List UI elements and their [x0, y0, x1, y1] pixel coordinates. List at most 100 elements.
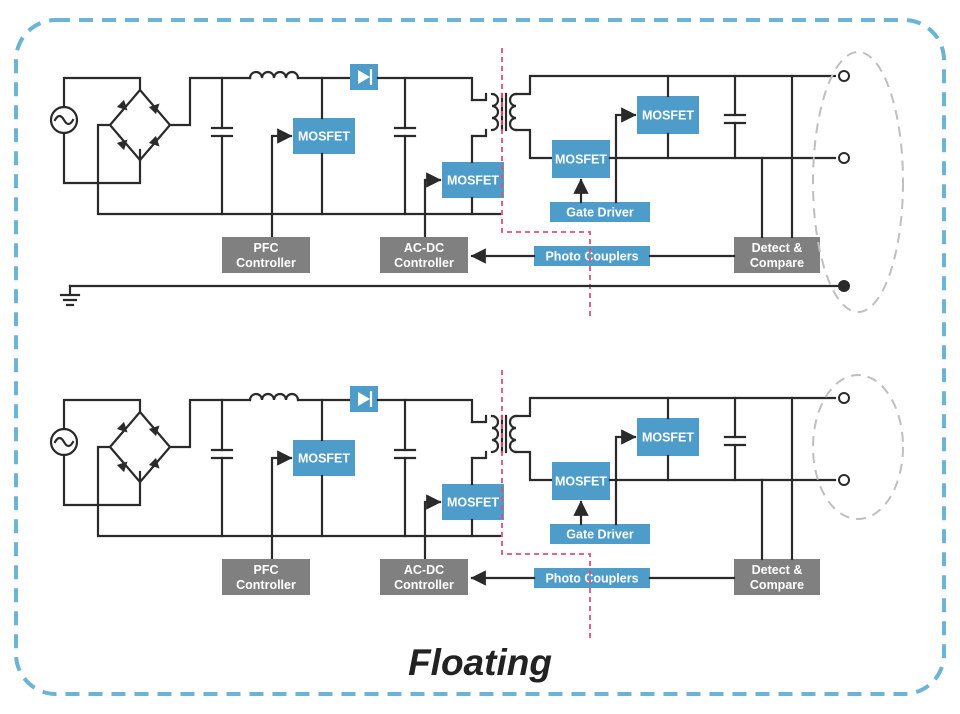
diode-icon	[350, 64, 378, 90]
mosfet-main: MOSFET	[442, 484, 504, 520]
mosfet-sync-label: MOSFET	[555, 153, 607, 167]
gate-driver-to-out	[614, 429, 637, 526]
bridge-diode-2	[116, 139, 128, 151]
ac-source-icon	[49, 427, 79, 457]
photo-couplers-label: Photo Couplers	[545, 572, 638, 586]
transformer-icon	[490, 414, 518, 454]
terminal-icon	[838, 280, 850, 292]
pfc-controller-label: Controller	[236, 256, 296, 270]
acdc-controller-label: Controller	[394, 256, 454, 270]
floating-output-boundary	[812, 51, 904, 313]
gate-driver-box	[550, 524, 650, 544]
mosfet-main-box	[442, 162, 504, 198]
detect-compare: Detect &Compare	[734, 237, 820, 273]
pfc-gate-signal	[270, 128, 293, 238]
bridge-rectifier-icon	[108, 88, 172, 162]
pfc-controller-label: Controller	[236, 578, 296, 592]
mosfet-out-box	[637, 418, 699, 456]
photo-couplers: Photo Couplers	[534, 246, 650, 266]
primary-bottom	[470, 450, 488, 460]
bridge-diamond	[108, 88, 172, 162]
ac-source-wave	[53, 436, 75, 448]
pfc-controller-box	[222, 559, 310, 595]
mosfet-main-label: MOSFET	[447, 496, 499, 510]
capacitor-icon	[210, 76, 234, 216]
bridge-diode-2	[116, 461, 128, 473]
photo-couplers: Photo Couplers	[534, 568, 650, 588]
diode-triangle	[358, 392, 370, 406]
mosfet-pfc-box	[293, 118, 355, 154]
gate-driver-to-out	[614, 107, 637, 204]
mosfet-main-box	[442, 484, 504, 520]
terminal-icon	[838, 474, 850, 486]
bridge-diode-1	[148, 103, 160, 115]
ac-line-top	[62, 398, 142, 431]
photo-couplers-box	[534, 246, 650, 266]
acdc-controller-box	[380, 237, 468, 273]
cap-plates	[723, 113, 747, 125]
mosfet-out-label: MOSFET	[642, 431, 694, 445]
bridge-diode-1	[148, 425, 160, 437]
secondary-to-sync	[514, 450, 554, 482]
pfc-gate-signal	[270, 450, 293, 560]
mosfet-pfc-box	[293, 440, 355, 476]
mosfet-out-label: MOSFET	[642, 109, 694, 123]
ac-line-bottom	[62, 453, 142, 507]
capacitor-icon	[210, 398, 234, 538]
pfc-controller-label: PFC	[254, 241, 279, 255]
mosfet-out-box	[637, 96, 699, 134]
mosfet-main-label: MOSFET	[447, 174, 499, 188]
mosfet-out: MOSFET	[637, 418, 699, 456]
mosfet-pfc: MOSFET	[293, 118, 355, 154]
bridge-diamond	[108, 410, 172, 484]
mosfet-pfc: MOSFET	[293, 440, 355, 476]
output-rail-top	[514, 74, 837, 96]
cap-plates	[210, 126, 234, 138]
ac-line-bottom	[62, 131, 142, 185]
pfc-controller-box	[222, 237, 310, 273]
bridge-diode-3	[148, 457, 160, 469]
primary-bottom	[470, 128, 488, 138]
cap-plates	[723, 435, 747, 447]
photo-couplers-box	[534, 568, 650, 588]
capacitor-icon	[723, 74, 747, 160]
dc-positive-rail	[168, 398, 252, 449]
terminal-icon	[838, 70, 850, 82]
isolation-boundary	[501, 48, 591, 320]
mosfet-sync-label: MOSFET	[555, 475, 607, 489]
cap-plates	[393, 448, 417, 460]
bridge-diode-0	[116, 421, 128, 433]
circuit-grounded: MOSFET MOSFET MOSFET MOSFET Gate DriverDetec…	[49, 48, 904, 320]
ac-line-top	[62, 76, 142, 109]
gate-driver-label: Gate Driver	[566, 528, 634, 542]
acdc-gate-signal	[423, 494, 442, 560]
bridge-diode-0	[116, 99, 128, 111]
pfc-controller-label: PFC	[254, 563, 279, 577]
acdc-gate-signal	[423, 172, 442, 238]
secondary-coil	[508, 92, 518, 132]
detect-compare-label: Compare	[750, 578, 804, 592]
acdc-controller-label: Controller	[394, 578, 454, 592]
dc-return-rail	[96, 123, 502, 216]
output-rail-top	[514, 396, 837, 418]
mosfet-sync-box	[552, 140, 610, 178]
dc-positive-rail	[168, 76, 252, 127]
bridge-rectifier-icon	[108, 410, 172, 484]
wire-to-transformer	[376, 76, 474, 102]
mosfet-pfc-label: MOSFET	[298, 130, 350, 144]
outer-frame	[14, 18, 946, 696]
capacitor-icon	[393, 76, 417, 216]
inductor-icon	[248, 70, 300, 80]
terminal-icon	[838, 152, 850, 164]
acdc-controller-label: AC-DC	[404, 563, 444, 577]
detect-compare-box	[734, 237, 820, 273]
gate-driver: Gate Driver	[550, 524, 650, 544]
mosfet-out: MOSFET	[637, 96, 699, 134]
dc-return-rail	[96, 445, 502, 538]
mosfet-main: MOSFET	[442, 162, 504, 198]
capacitor-icon	[393, 398, 417, 538]
gate-driver-label: Gate Driver	[566, 206, 634, 220]
